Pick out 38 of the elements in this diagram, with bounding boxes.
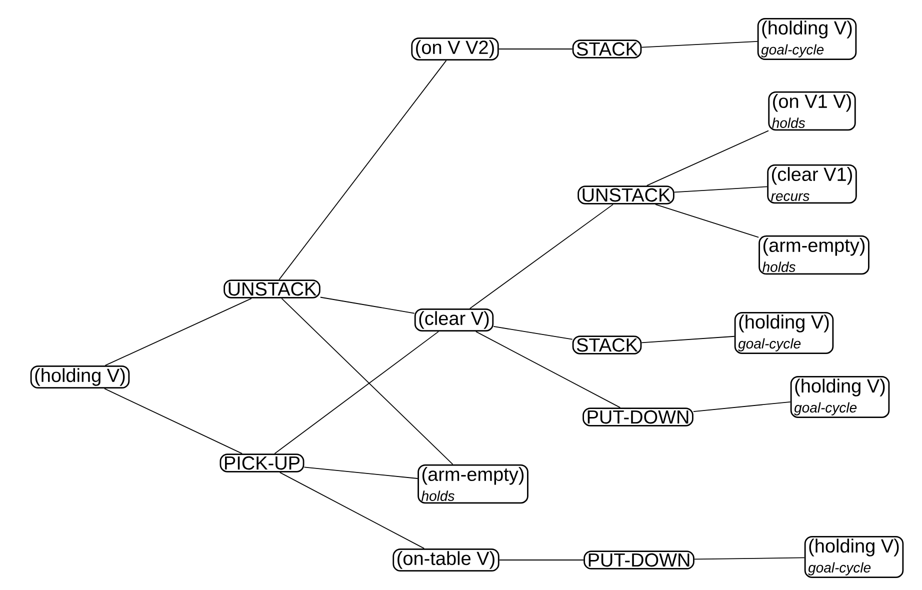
connector-line	[498, 48, 573, 50]
node-box: (on V V2)	[411, 37, 499, 61]
node-box: PUT-DOWN	[582, 408, 694, 426]
connector-line	[279, 472, 425, 549]
condition-box: (holding V) goal-cycle	[790, 376, 890, 418]
condition-box: (arm-empty) holds	[758, 235, 870, 275]
node-box: (on-table V)	[392, 548, 500, 572]
connector-line	[469, 204, 614, 309]
node-box: UNSTACK	[578, 186, 674, 204]
node-box: PICK-UP	[220, 454, 304, 472]
condition-box: (on V1 V) holds	[768, 91, 856, 131]
connector-line	[493, 326, 573, 340]
condition-box: (holding V) goal-cycle	[757, 18, 857, 60]
condition-box: (clear V1) recurs	[767, 164, 857, 204]
node-box: STACK	[572, 40, 642, 58]
condition-box: (holding V) goal-cycle	[804, 536, 904, 578]
connector-line	[692, 401, 791, 412]
connector-line	[674, 186, 768, 193]
connector-line	[104, 298, 252, 366]
node-box: UNSTACK	[224, 280, 320, 298]
connector-line	[475, 331, 621, 408]
connector-line	[694, 557, 805, 560]
connector-line	[641, 41, 758, 48]
connector-line	[274, 331, 439, 454]
connector-line	[304, 466, 418, 479]
connector-line	[646, 130, 769, 186]
connector-line	[655, 204, 760, 238]
node-box: (clear V)	[414, 308, 494, 332]
condition-box: (holding V) goal-cycle	[734, 312, 834, 354]
connector-line	[320, 296, 415, 314]
node-box: (holding V)	[30, 365, 130, 389]
connector-line	[278, 60, 447, 280]
connector-line	[641, 336, 735, 344]
node-box: PUT-DOWN	[584, 550, 694, 570]
node-box: STACK	[572, 336, 642, 354]
connector-line	[281, 298, 454, 465]
connector-line	[104, 388, 242, 454]
condition-box: (arm-empty) holds	[418, 464, 528, 504]
